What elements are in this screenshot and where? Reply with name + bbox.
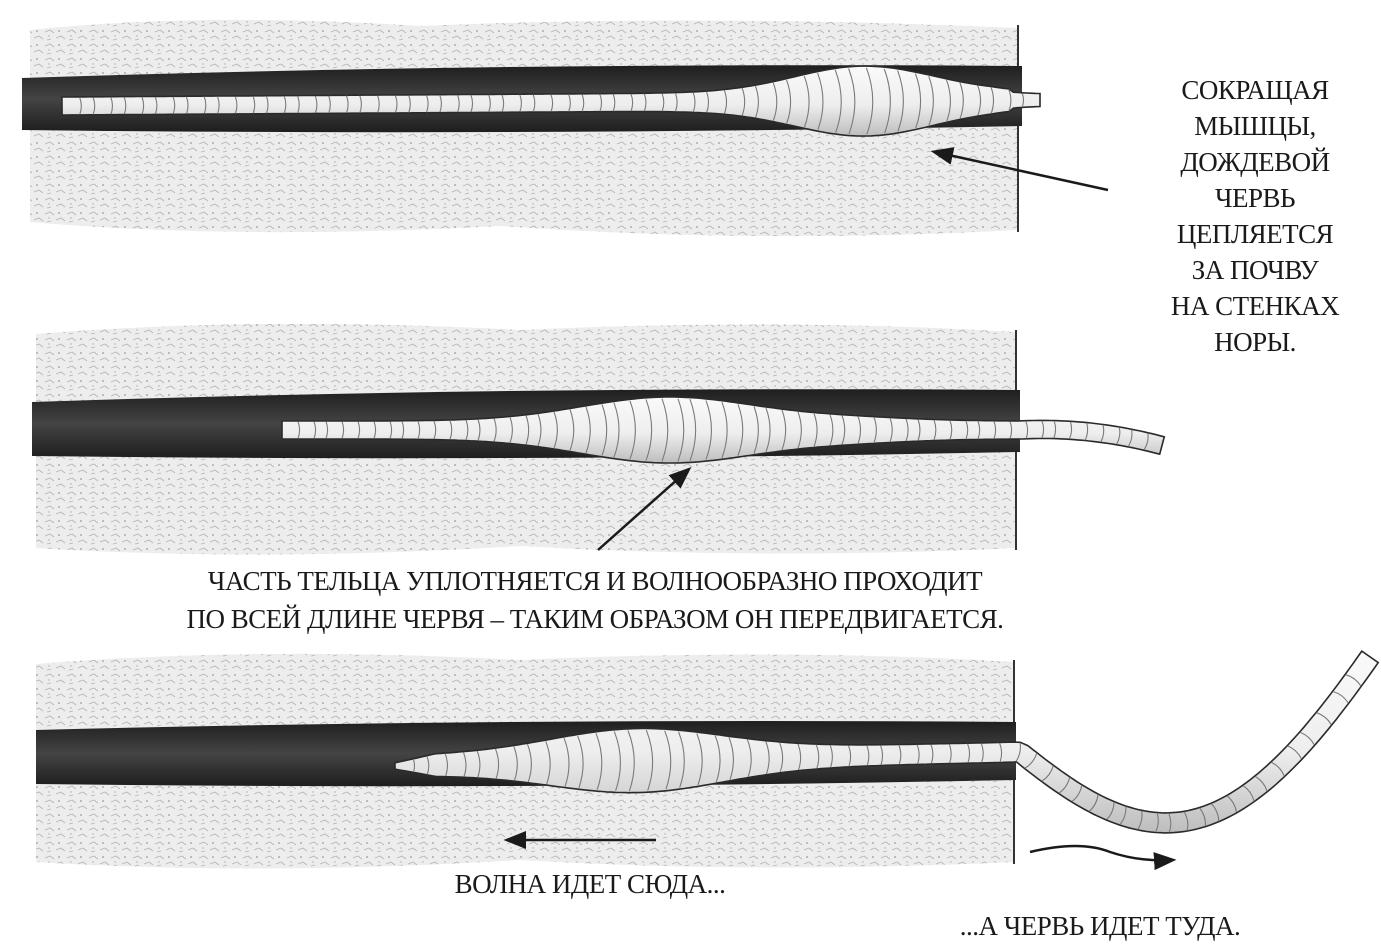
wave-description-line: ПО ВСЕЙ ДЛИНЕ ЧЕРВЯ – ТАКИМ ОБРАЗОМ ОН П… xyxy=(40,600,1150,638)
muscle-grip-line: ЧЕРВЬ xyxy=(1140,180,1370,216)
muscle-grip-line: СОКРАЩАЯ xyxy=(1140,72,1370,108)
worm-goes-there-label: ...А ЧЕРВЬ ИДЕТ ТУДА. xyxy=(900,908,1300,944)
muscle-grip-line: ДОЖДЕВОЙ xyxy=(1140,144,1370,180)
wave-goes-here-label: ВОЛНА ИДЕТ СЮДА... xyxy=(380,866,800,902)
muscle-grip-label: СОКРАЩАЯ МЫШЦЫ, ДОЖДЕВОЙ ЧЕРВЬ ЦЕПЛЯЕТСЯ… xyxy=(1140,72,1370,360)
muscle-grip-line: МЫШЦЫ, xyxy=(1140,108,1370,144)
muscle-grip-line: НА СТЕНКАХ xyxy=(1140,288,1370,324)
muscle-grip-line: ЦЕПЛЯЕТСЯ xyxy=(1140,216,1370,252)
wave-description-label: ЧАСТЬ ТЕЛЬЦА УПЛОТНЯЕТСЯ И ВОЛНООБРАЗНО … xyxy=(40,562,1150,638)
muscle-grip-line: ЗА ПОЧВУ xyxy=(1140,252,1370,288)
wave-description-line: ЧАСТЬ ТЕЛЬЦА УПЛОТНЯЕТСЯ И ВОЛНООБРАЗНО … xyxy=(40,562,1150,600)
worm-direction-arrow xyxy=(1030,846,1172,860)
muscle-grip-line: НОРЫ. xyxy=(1140,324,1370,360)
